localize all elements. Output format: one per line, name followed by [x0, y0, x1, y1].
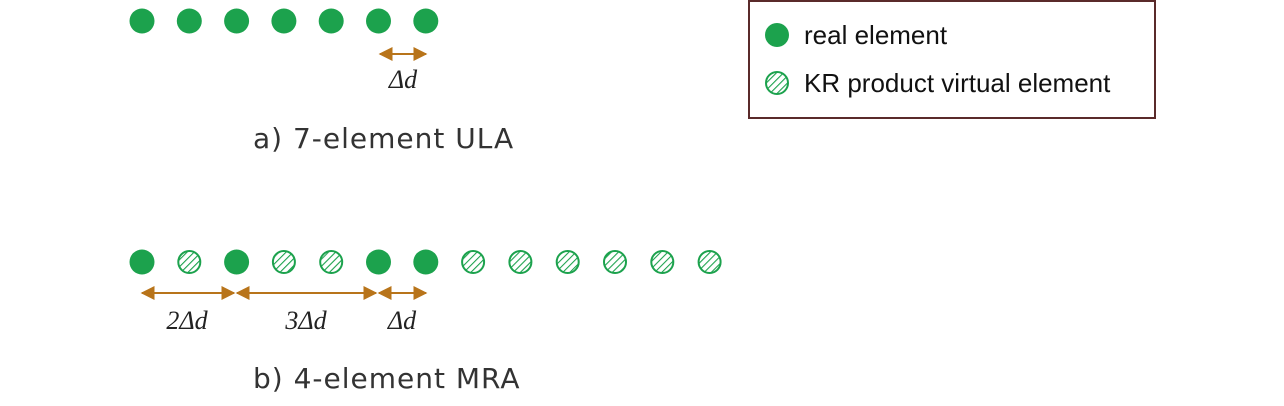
- mra-real-element-3: [224, 249, 250, 275]
- mra-virtual-element-13: [697, 250, 722, 274]
- legend-box: [748, 0, 1156, 119]
- mra-virtual-element-12: [650, 250, 675, 274]
- mra-virtual-element-2: [177, 250, 202, 274]
- mra-spacing-label-2: 3Δd: [284, 306, 327, 335]
- mra-virtual-element-11: [603, 250, 627, 274]
- legend-label-real: real element: [804, 20, 948, 50]
- mra-caption: b) 4-element MRA: [253, 362, 521, 395]
- ula-spacing-label: Δd: [388, 65, 418, 94]
- mra-real-element-7: [413, 249, 439, 275]
- ula-real-element-4: [271, 8, 297, 34]
- legend: real element KR product virtual element: [748, 0, 1156, 119]
- mra-virtual-element-10: [555, 250, 580, 274]
- virtual-element-icon: [765, 71, 789, 95]
- mra-real-element-1: [129, 249, 155, 275]
- ula-real-element-5: [318, 8, 344, 34]
- mra-virtual-element-4: [271, 250, 296, 274]
- mra-spacing-label-1: 2Δd: [166, 306, 208, 335]
- ula-spacing: Δd: [378, 47, 428, 94]
- ula-real-element-1: [129, 8, 155, 34]
- mra-virtual-element-9: [508, 250, 533, 274]
- real-element-icon: [765, 23, 789, 47]
- ula-real-element-6: [366, 8, 391, 34]
- mra-spacing: 2Δd 3Δd Δd: [140, 286, 428, 335]
- mra-virtual-element-8: [461, 250, 486, 274]
- ula-array: [129, 8, 439, 34]
- ula-real-element-2: [176, 8, 202, 34]
- ula-real-element-3: [224, 8, 250, 34]
- mra-real-element-6: [366, 249, 391, 275]
- mra-virtual-element-5: [319, 250, 344, 274]
- ula-caption: a) 7-element ULA: [253, 122, 514, 155]
- legend-label-virtual: KR product virtual element: [804, 68, 1111, 98]
- ula-real-element-7: [413, 8, 439, 34]
- mra-spacing-label-3: Δd: [387, 306, 417, 335]
- mra-array: [129, 249, 722, 275]
